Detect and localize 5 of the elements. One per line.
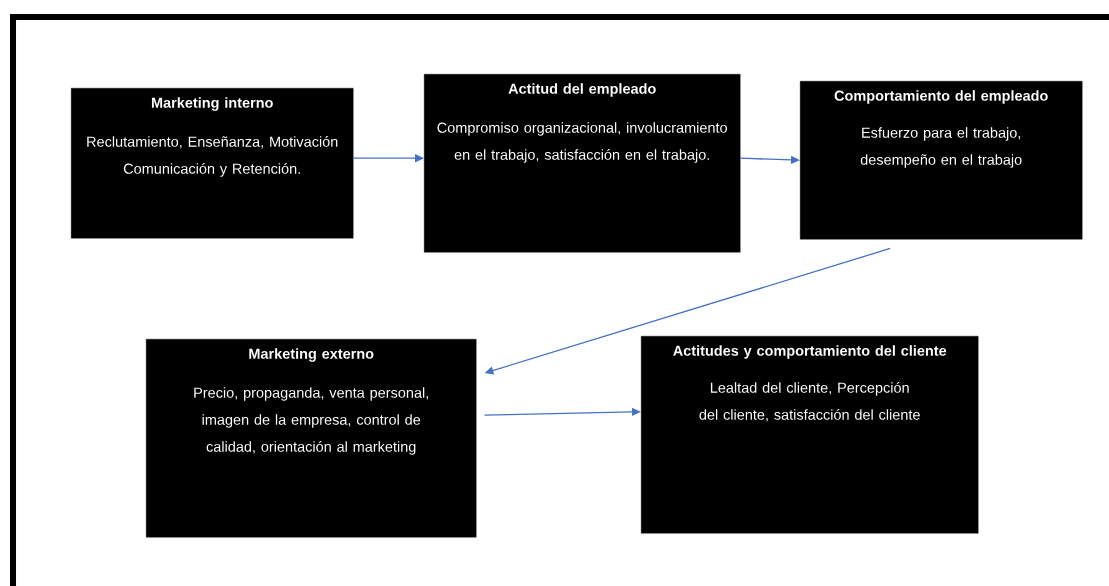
process-box: Marketing externo Precio, propaganda, venta personal, imagen de la empresa, control de calidad, orientación al marketing <box>146 339 477 538</box>
process-box: Marketing interno Reclutamiento, Enseñanza, Motivación Comunicación y Retención. <box>71 88 354 239</box>
process-box: Actitudes y comportamiento del cliente Lealtad del cliente, Percepción del cliente, satisfacción del cliente <box>641 336 979 534</box>
process-box: Comportamiento del empleado Esfuerzo para el trabajo, desempeño en el trabajo <box>800 81 1083 240</box>
process-box: Actitud del empleado Compromiso organizacional, involucramiento en el trabajo, satisfacción en el trabajo. <box>424 74 741 253</box>
